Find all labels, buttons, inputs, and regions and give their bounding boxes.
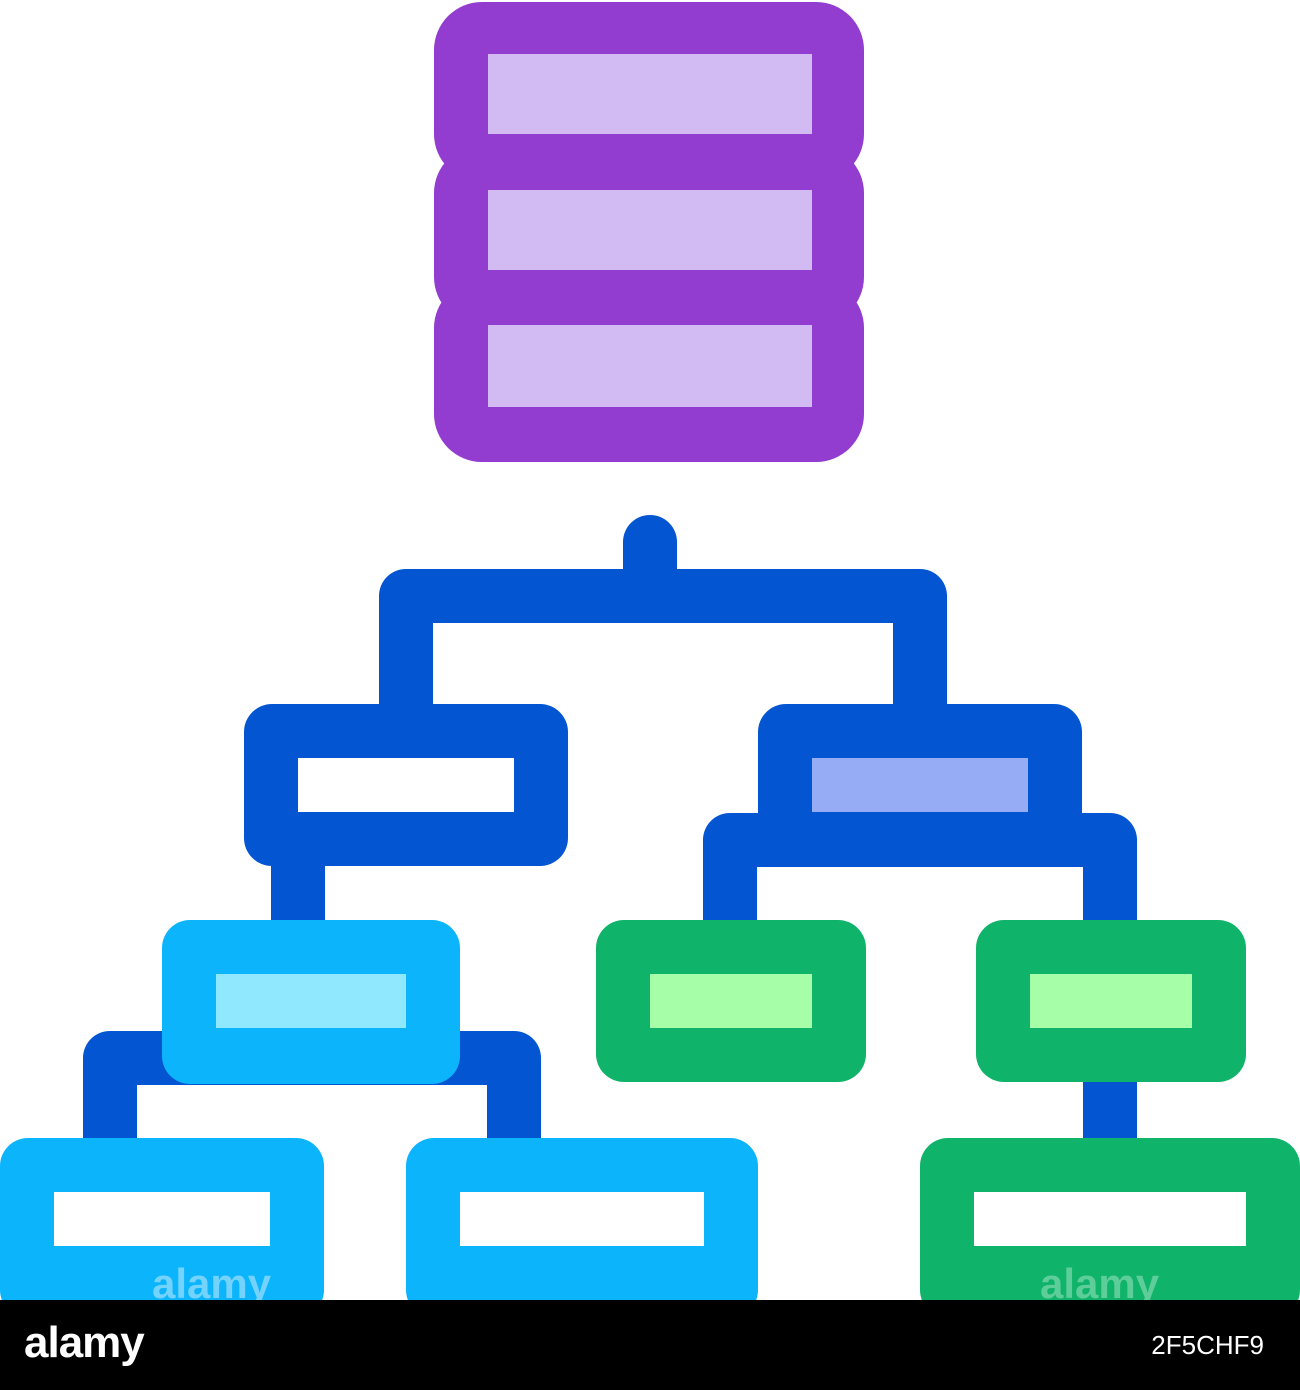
database-row-1 — [488, 54, 812, 134]
tree-node-level2-cyan — [162, 920, 460, 1084]
watermark-left: alamy — [152, 1260, 272, 1300]
database-row-3 — [488, 325, 812, 407]
tree-node-level3-cyan-left — [0, 1138, 324, 1300]
watermark-right: alamy — [1040, 1260, 1160, 1300]
tree-node-level3-green — [920, 1138, 1300, 1300]
tree-node-level1-left — [244, 704, 568, 866]
database-icon — [434, 2, 864, 462]
footer-bar: alamy 2F5CHF9 — [0, 1300, 1300, 1390]
database-row-2 — [488, 190, 812, 270]
alamy-logo[interactable]: alamy — [24, 1318, 145, 1367]
tree-node-level3-cyan-right — [406, 1138, 758, 1300]
tree-node-level2-green-left — [596, 920, 866, 1082]
image-id: 2F5CHF9 — [1151, 1330, 1264, 1360]
database-hierarchy-icon: alamy alamy — [0, 2, 1300, 1300]
tree-node-level1-right — [758, 704, 1082, 866]
tree-node-level2-green-right — [976, 920, 1246, 1082]
